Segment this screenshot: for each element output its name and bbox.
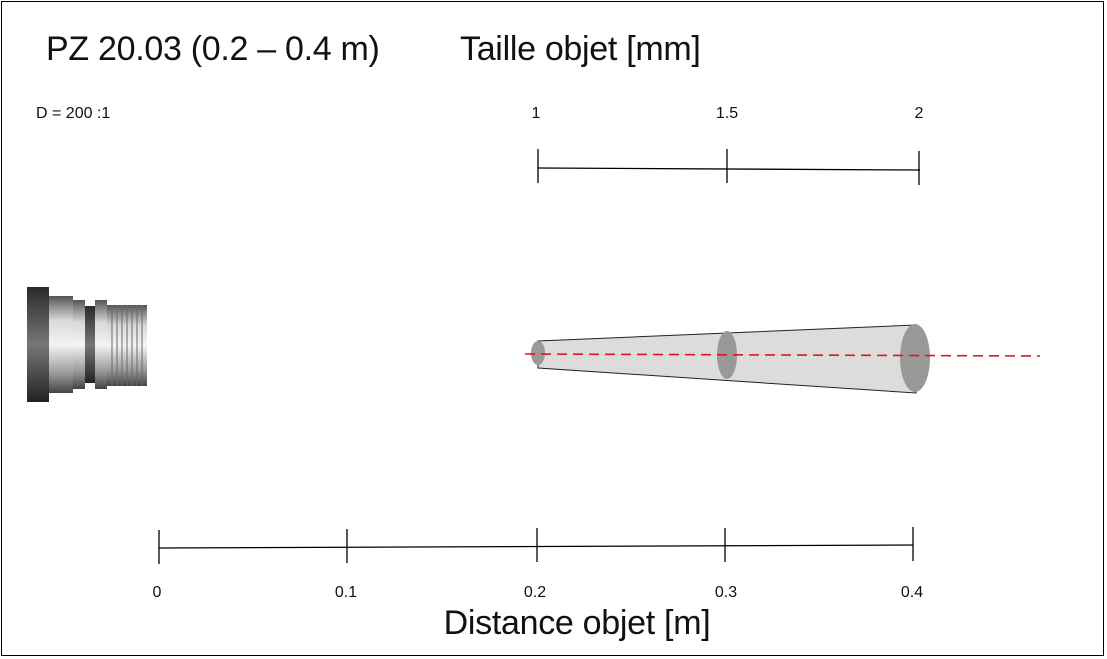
distance-tick-label: 0.4 [900,584,924,601]
pyrometer-sensor-icon [27,287,147,402]
distance-ratio-label: D = 200 :1 [36,105,111,122]
distance-tick-label: 0.1 [334,584,358,601]
spot-0-4m [900,324,930,392]
spot-0-2m [531,341,545,365]
distance-tick-label: 0.2 [523,584,547,601]
spot-0-3m [717,331,737,379]
distance-tick-label: 0 [152,584,162,601]
size-tick-label: 1.5 [715,105,739,122]
size-tick-label: 2 [914,105,924,122]
size-scale-bar [537,149,921,185]
distance-axis-title: Distance objet [m] [443,604,711,642]
distance-tick-label: 0.3 [714,584,738,601]
distance-scale-bar [158,527,914,564]
size-scale-title: Taille objet [mm] [460,30,701,68]
size-tick-label: 1 [531,105,541,122]
page-title: PZ 20.03 (0.2 – 0.4 m) [46,30,380,68]
optical-axis [524,353,1041,357]
